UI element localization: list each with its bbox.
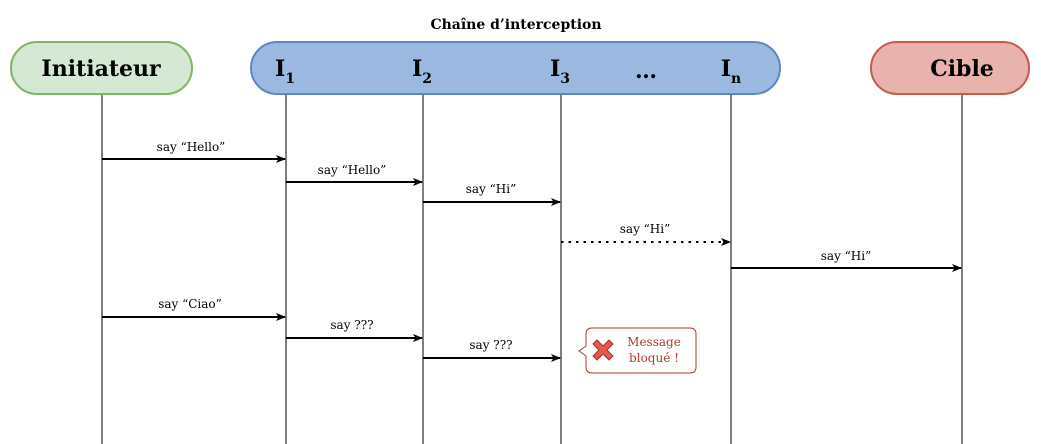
blocked-callout: Message bloqué ! (578, 327, 697, 374)
message-labels: say “Hello” say “Hello” say “Hi” say “Hi… (157, 140, 872, 352)
messages (102, 155, 962, 362)
message-label-4: say “Hi” (620, 222, 670, 236)
chain-title: Chaîne d’interception (430, 17, 601, 33)
callout-bubble (578, 327, 697, 374)
message-label-1: say “Hello” (157, 140, 226, 154)
interceptor-3-label: I3 (550, 56, 570, 87)
callout-line-1: Message (627, 335, 681, 349)
message-label-8: say ??? (469, 338, 512, 352)
message-label-7: say ??? (330, 318, 373, 332)
interception-chain: I1 I2 I3 … In (250, 41, 781, 95)
initiator-label: Initiateur (41, 56, 161, 82)
initiator-box (10, 41, 193, 95)
target-actor: Cible (870, 41, 1030, 95)
target-label: Cible (930, 56, 994, 82)
ellipsis-label: … (635, 58, 657, 84)
message-label-3: say “Hi” (466, 182, 516, 196)
interceptor-1-label: I1 (275, 56, 295, 87)
message-label-5: say “Hi” (821, 249, 871, 263)
initiator-actor: Initiateur (10, 41, 193, 95)
message-label-2: say “Hello” (318, 163, 387, 177)
target-box (870, 41, 1030, 95)
message-label-6: say “Ciao” (158, 297, 222, 311)
callout-line-2: bloqué ! (629, 351, 679, 365)
interceptor-2-label: I2 (412, 56, 432, 87)
chain-box (250, 41, 781, 95)
interceptor-n-label: In (721, 56, 741, 87)
cross-icon (592, 339, 614, 361)
